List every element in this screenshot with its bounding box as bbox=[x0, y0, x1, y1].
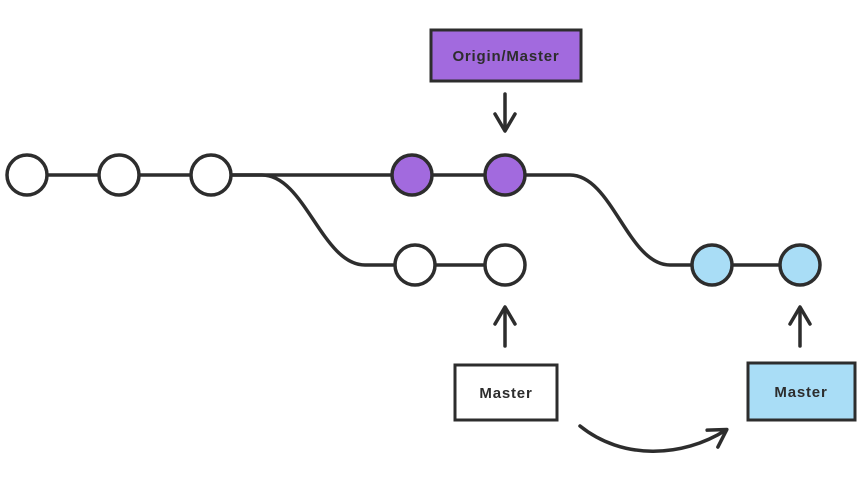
commit-node-main-3 bbox=[189, 153, 233, 197]
local-master-box bbox=[453, 363, 559, 422]
rebased-branch-line bbox=[503, 173, 802, 267]
commit-node-feature-1 bbox=[393, 243, 437, 287]
commit-node-feature-2 bbox=[483, 243, 527, 287]
commit-node-rebased-1 bbox=[690, 243, 734, 287]
commit-node-main-purple-2 bbox=[483, 153, 527, 197]
origin-master-label: Origin/Master bbox=[452, 48, 559, 65]
commit-node-main-2 bbox=[97, 153, 141, 197]
local-master-label: Master bbox=[479, 385, 532, 402]
commit-node-main-purple-1 bbox=[390, 153, 434, 197]
moved-master-label: Master bbox=[774, 384, 827, 401]
master-move-curved-arrow-icon bbox=[578, 424, 729, 453]
commit-node-rebased-2 bbox=[778, 243, 822, 287]
feature-branch-line bbox=[218, 173, 507, 267]
commit-node-main-1 bbox=[5, 153, 49, 197]
origin-master-box bbox=[429, 28, 583, 83]
moved-master-box bbox=[746, 361, 857, 422]
